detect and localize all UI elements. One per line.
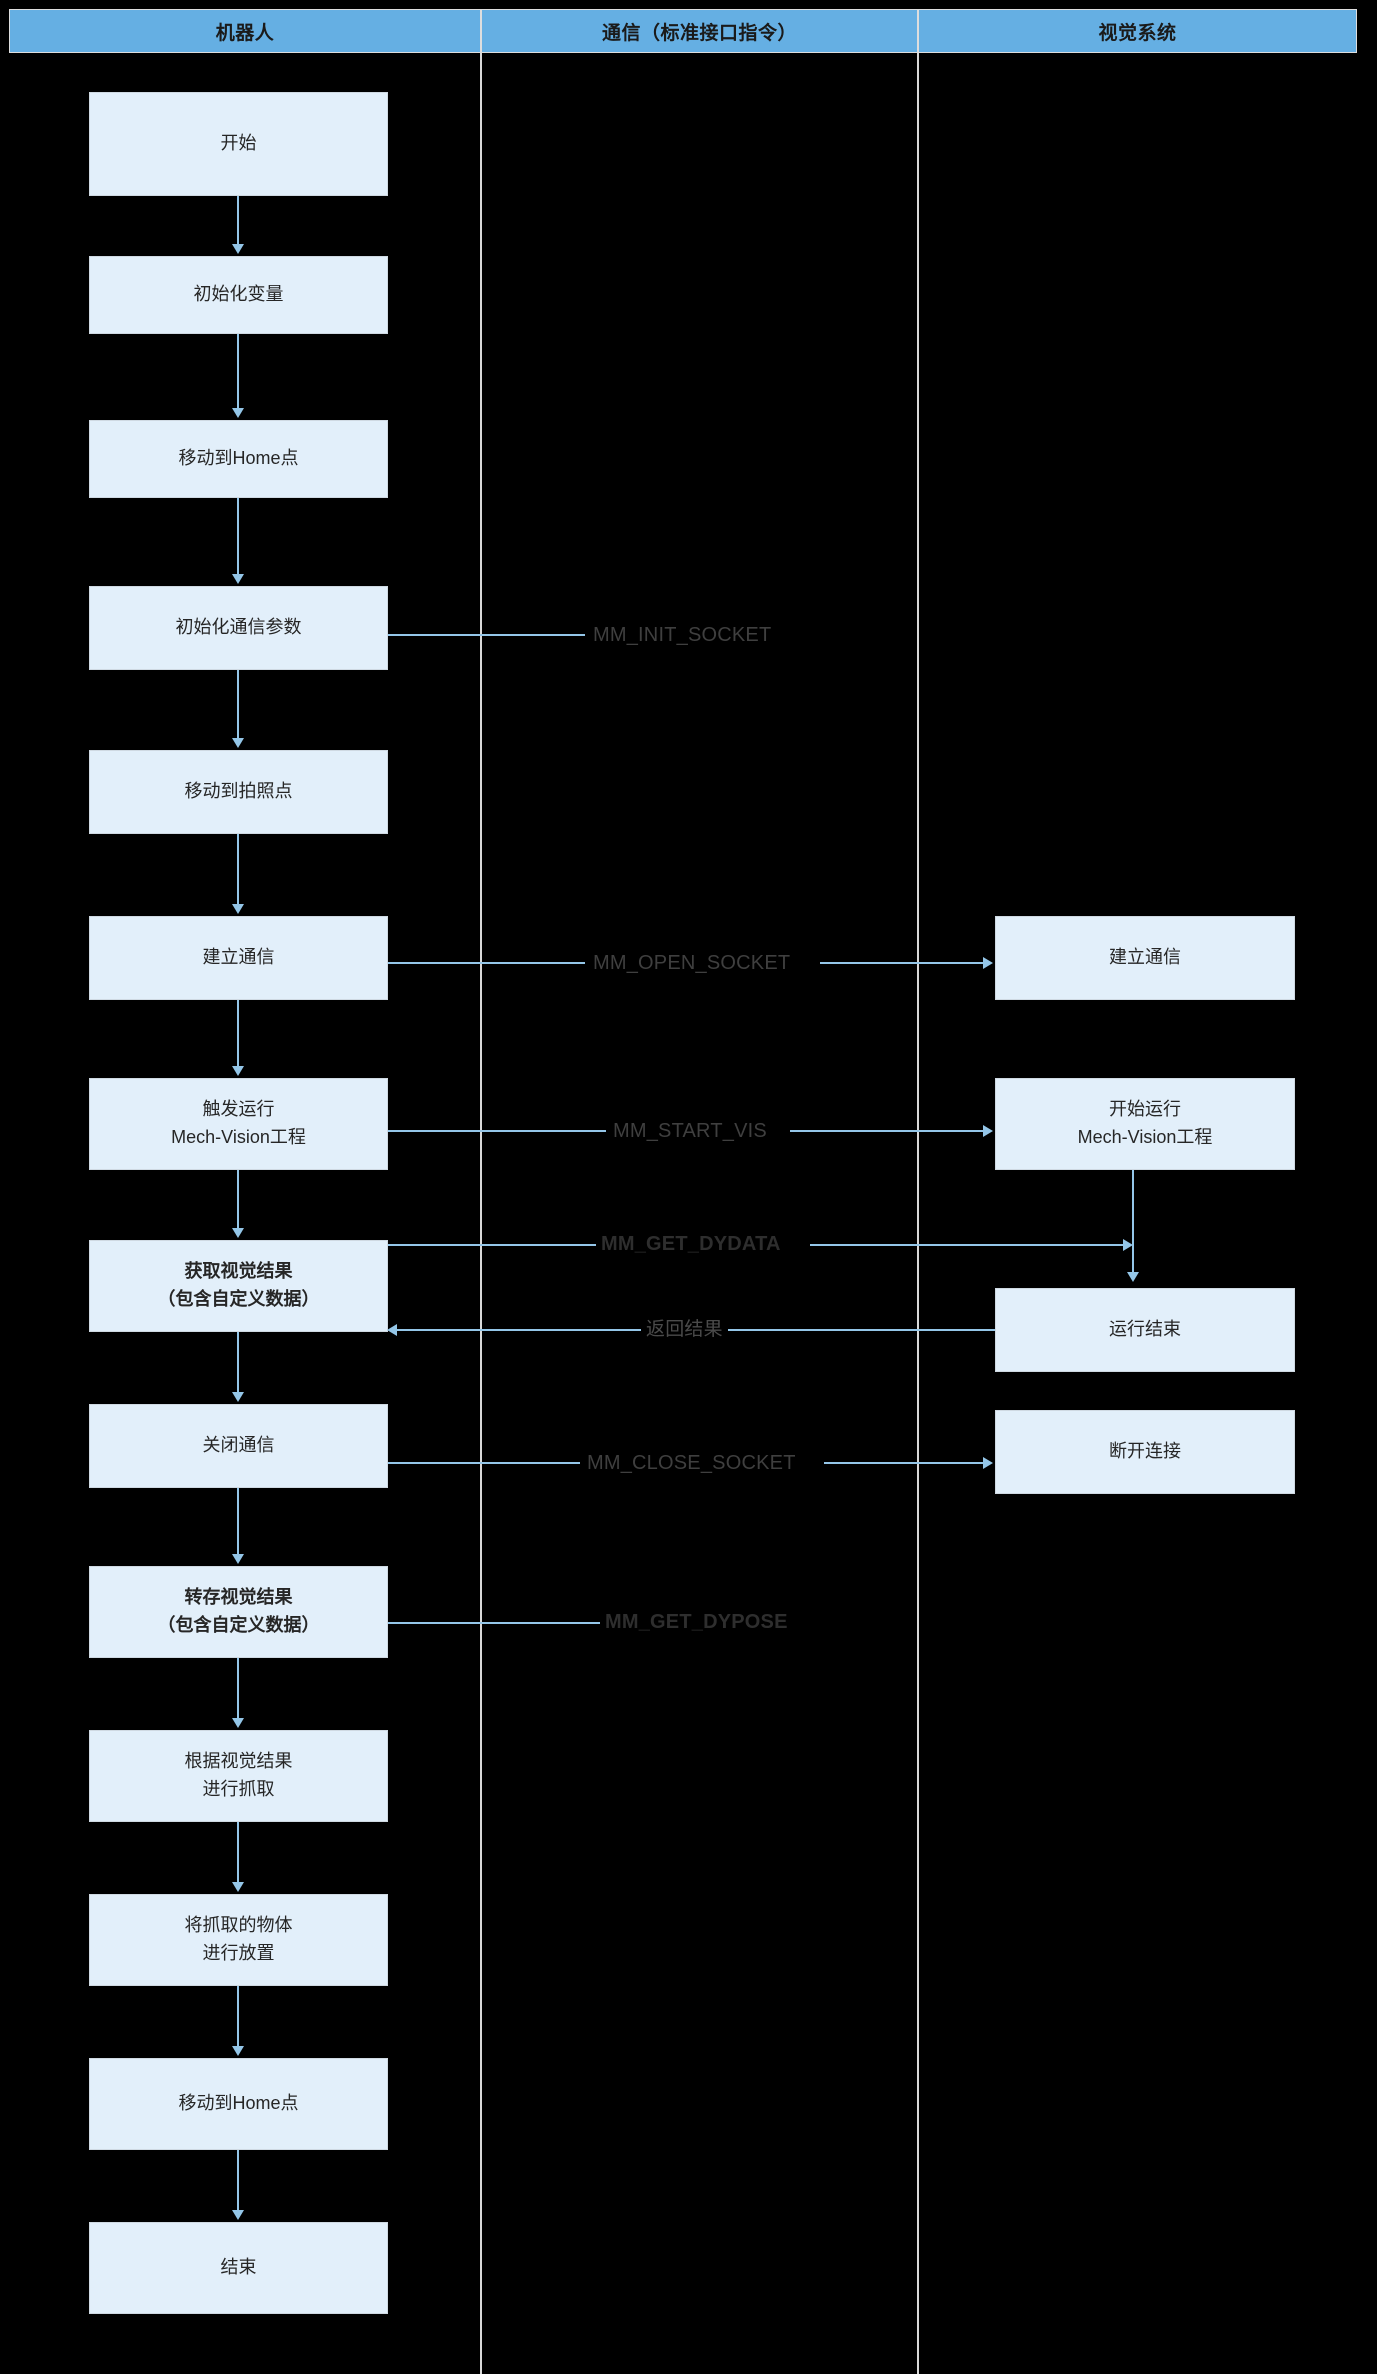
connector-pick-to-place	[237, 1822, 239, 1882]
node-get-result[interactable]: 获取视觉结果 （包含自定义数据）	[89, 1240, 388, 1332]
node-init-comm[interactable]: 初始化通信参数	[89, 586, 388, 670]
node-init-vars[interactable]: 初始化变量	[89, 256, 388, 334]
msgline-get-dypose	[388, 1622, 600, 1624]
node-end[interactable]: 结束	[89, 2222, 388, 2314]
node-close-comm-line-1: 关闭通信	[202, 1435, 275, 1456]
node-start-line-1: 开始	[220, 133, 257, 154]
arrowhead-pick	[232, 1718, 244, 1728]
lane-header-communication: 通信（标准接口指令）	[481, 9, 918, 53]
msgline-open-socket-left	[388, 962, 585, 964]
arrowhead-move-home-2	[232, 2046, 244, 2056]
connector-place-to-move-home-2	[237, 1986, 239, 2046]
node-place-line-2: 进行放置	[202, 1943, 275, 1963]
connector-open-comm-to-trigger-run	[237, 1000, 239, 1068]
arrowhead-return-result	[387, 1324, 397, 1336]
arrowhead-close-comm	[232, 1392, 244, 1402]
arrowhead-place	[232, 1882, 244, 1892]
arrowhead-end	[232, 2210, 244, 2220]
cmd-label-get-dydata: MM_GET_DYDATA	[596, 1234, 786, 1254]
node-vis-disconnect-line-1: 断开连接	[1109, 1441, 1181, 1462]
arrowhead-move-capture	[232, 738, 244, 748]
node-move-home-1[interactable]: 移动到Home点	[89, 420, 388, 498]
arrowhead-trigger-run	[232, 1066, 244, 1076]
msgline-get-dydata-right	[810, 1244, 1125, 1246]
arrowhead-vis-open-comm	[983, 957, 993, 969]
node-pick[interactable]: 根据视觉结果 进行抓取	[89, 1730, 388, 1822]
node-start[interactable]: 开始	[89, 92, 388, 196]
node-vis-open-comm[interactable]: 建立通信	[995, 916, 1295, 1000]
node-open-comm[interactable]: 建立通信	[89, 916, 388, 1000]
arrowhead-init-comm	[232, 574, 244, 584]
cmd-label-close-socket: MM_CLOSE_SOCKET	[582, 1453, 801, 1473]
lane-header-robot: 机器人	[9, 9, 481, 53]
arrowhead-get-dydata-junction	[1123, 1239, 1133, 1251]
arrowhead-get-result	[232, 1228, 244, 1238]
node-vis-start-run[interactable]: 开始运行 Mech-Vision工程	[995, 1078, 1295, 1170]
node-move-home-1-line-1: 移动到Home点	[178, 448, 299, 469]
msgline-init-socket	[388, 634, 585, 636]
node-save-result-line-2: （包含自定义数据）	[157, 1615, 320, 1635]
node-init-vars-line-1: 初始化变量	[193, 284, 284, 305]
node-pick-line-1: 根据视觉结果	[184, 1751, 293, 1772]
connector-init-vars-to-move-home-1	[237, 334, 239, 410]
msgline-close-socket-right	[824, 1462, 985, 1464]
cmd-label-get-dypose: MM_GET_DYPOSE	[600, 1612, 793, 1632]
node-place[interactable]: 将抓取的物体 进行放置	[89, 1894, 388, 1986]
arrowhead-init-vars	[232, 244, 244, 254]
node-open-comm-line-1: 建立通信	[202, 947, 275, 968]
node-save-result-line-1: 转存视觉结果	[184, 1587, 293, 1608]
arrowhead-save-result	[232, 1554, 244, 1564]
arrowhead-move-home-1	[232, 408, 244, 418]
cmd-label-init-socket: MM_INIT_SOCKET	[588, 625, 777, 645]
msgline-start-vis-left	[388, 1130, 606, 1132]
node-vis-run-end-line-1: 运行结束	[1109, 1319, 1181, 1340]
cmd-label-start-vis: MM_START_VIS	[608, 1121, 772, 1141]
msgline-open-socket-right	[820, 962, 985, 964]
cmd-label-open-socket: MM_OPEN_SOCKET	[588, 953, 796, 973]
node-move-home-2[interactable]: 移动到Home点	[89, 2058, 388, 2150]
node-save-result[interactable]: 转存视觉结果 （包含自定义数据）	[89, 1566, 388, 1658]
connector-vis-start-run-to-run-end	[1132, 1170, 1134, 1278]
connector-get-result-to-close-comm	[237, 1332, 239, 1392]
lane-separator-2	[917, 53, 919, 2374]
node-vis-disconnect[interactable]: 断开连接	[995, 1410, 1295, 1494]
connector-trigger-run-to-get-result	[237, 1170, 239, 1230]
msgline-start-vis-right	[790, 1130, 985, 1132]
node-place-line-1: 将抓取的物体	[184, 1915, 293, 1936]
msgline-get-dydata-left	[388, 1244, 596, 1246]
node-get-result-line-2: （包含自定义数据）	[157, 1289, 320, 1309]
node-vis-start-run-line-2: Mech-Vision工程	[1077, 1127, 1213, 1147]
node-trigger-run-line-2: Mech-Vision工程	[171, 1127, 306, 1147]
node-vis-start-run-line-1: 开始运行	[1109, 1099, 1181, 1120]
node-close-comm[interactable]: 关闭通信	[89, 1404, 388, 1488]
node-vis-run-end[interactable]: 运行结束	[995, 1288, 1295, 1372]
arrowhead-vis-run-end	[1127, 1272, 1139, 1282]
msgline-close-socket-left	[388, 1462, 580, 1464]
connector-move-home-1-to-init-comm	[237, 498, 239, 576]
node-trigger-run-line-1: 触发运行	[202, 1099, 275, 1120]
node-init-comm-line-1: 初始化通信参数	[175, 617, 302, 638]
lane-header-vision: 视觉系统	[918, 9, 1357, 53]
connector-save-result-to-pick	[237, 1658, 239, 1718]
lane-separator-1	[480, 53, 482, 2374]
node-trigger-run[interactable]: 触发运行 Mech-Vision工程	[89, 1078, 388, 1170]
connector-move-capture-to-open-comm	[237, 834, 239, 906]
arrowhead-vis-start-run	[983, 1125, 993, 1137]
arrowhead-vis-disconnect	[983, 1457, 993, 1469]
node-move-capture[interactable]: 移动到拍照点	[89, 750, 388, 834]
node-pick-line-2: 进行抓取	[202, 1779, 275, 1799]
node-get-result-line-1: 获取视觉结果	[184, 1261, 293, 1282]
node-move-capture-line-1: 移动到拍照点	[184, 781, 293, 802]
node-move-home-2-line-1: 移动到Home点	[178, 2093, 299, 2114]
cmd-label-return-result: 返回结果	[641, 1320, 728, 1339]
node-end-line-1: 结束	[220, 2257, 257, 2278]
connector-move-home-2-to-end	[237, 2150, 239, 2210]
connector-init-comm-to-move-capture	[237, 670, 239, 740]
connector-close-comm-to-save-result	[237, 1488, 239, 1554]
connector-start-to-init-vars	[237, 196, 239, 246]
arrowhead-open-comm	[232, 904, 244, 914]
node-vis-open-comm-line-1: 建立通信	[1109, 947, 1181, 968]
